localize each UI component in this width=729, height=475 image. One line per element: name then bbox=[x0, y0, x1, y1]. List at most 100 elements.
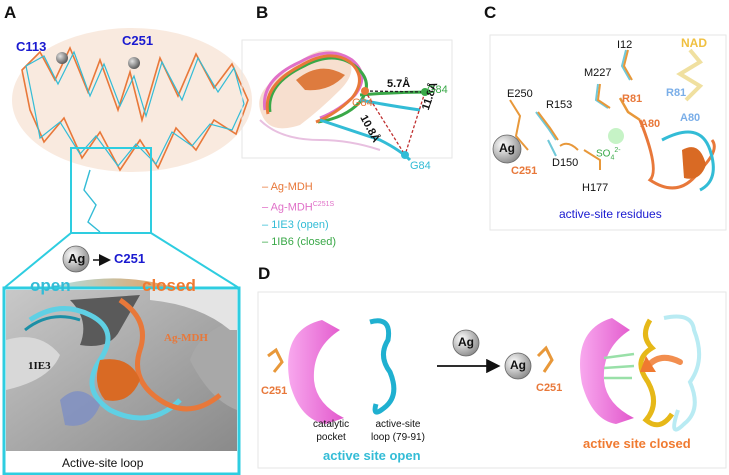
legend-dash: – bbox=[262, 218, 272, 231]
ag-symbol-d-bound: Ag bbox=[510, 358, 526, 372]
res-r81-blue: R81 bbox=[666, 87, 687, 99]
res-so4: SO42- bbox=[596, 147, 621, 161]
res-r81-orange: R81 bbox=[622, 93, 643, 105]
closing-arrowhead bbox=[640, 356, 656, 372]
legend-label-3: 1IB6 (closed) bbox=[271, 235, 336, 248]
res-r153: R153 bbox=[546, 99, 573, 111]
dist-label-a: 5.7Å bbox=[387, 78, 411, 90]
legend-item: – 1IB6 (closed) bbox=[262, 234, 336, 251]
active-site-loop-label: active-site loop (79-91) bbox=[371, 418, 425, 444]
panel-d-frame bbox=[257, 291, 727, 469]
so4-base: SO bbox=[596, 148, 611, 160]
res-e250: E250 bbox=[507, 88, 533, 100]
g84-label-orange: G84 bbox=[352, 97, 373, 109]
c251-label-right: C251 bbox=[536, 382, 563, 394]
res-m227: M227 bbox=[584, 67, 612, 79]
legend-dash: – bbox=[262, 235, 272, 248]
ag-symbol-a: Ag bbox=[68, 251, 86, 266]
legend-dash: – bbox=[262, 181, 271, 193]
dist-line-c bbox=[404, 91, 426, 156]
legend-dash: – bbox=[262, 201, 271, 214]
g84-label-green: G84 bbox=[427, 84, 448, 96]
caption-active-site-closed: active site closed bbox=[583, 436, 691, 451]
so4-sup: 2- bbox=[614, 147, 621, 154]
catalytic-pocket-left bbox=[288, 320, 344, 424]
label-1ie3: 1IE3 bbox=[28, 360, 51, 372]
1ie3-backbone bbox=[25, 50, 245, 167]
ag-ion-d-bound bbox=[504, 352, 532, 380]
catalytic-pocket-line2: pocket bbox=[316, 432, 346, 443]
c251-residue-right bbox=[536, 345, 554, 373]
dist-line-b bbox=[364, 90, 406, 156]
catalytic-pocket-line1: catalytic bbox=[313, 419, 350, 430]
zoom-box bbox=[70, 147, 152, 234]
panel-letter-b: B bbox=[256, 3, 269, 22]
dist-line-a bbox=[364, 90, 426, 93]
caption-active-site-loop: Active-site loop bbox=[62, 456, 144, 470]
legend-label-1: Ag-MDH bbox=[270, 201, 313, 214]
ag-symbol-c: Ag bbox=[499, 141, 515, 155]
g84-orange-atom bbox=[361, 87, 369, 95]
ag-ion-d-arrow bbox=[452, 329, 480, 357]
closed-label: closed bbox=[142, 276, 196, 295]
panel-c-frame bbox=[489, 34, 727, 231]
legend-item: – Ag-MDH bbox=[262, 179, 336, 196]
c251-residue-left bbox=[267, 347, 284, 373]
so4-sub: 4 bbox=[610, 154, 615, 162]
arrow-target-c251: C251 bbox=[114, 251, 146, 266]
zoom-line-right bbox=[150, 232, 240, 289]
agmdh-backbone bbox=[21, 46, 249, 172]
legend-item: – Ag-MDHC251S bbox=[262, 196, 336, 217]
res-a80-orange: A80 bbox=[640, 118, 661, 130]
label-c113: C113 bbox=[16, 39, 47, 54]
res-h177: H177 bbox=[582, 182, 609, 194]
panel-letter-c: C bbox=[484, 3, 497, 22]
caption-active-site-open: active site open bbox=[323, 448, 421, 463]
loop-label-line1: active-site bbox=[375, 419, 421, 430]
loop-cyan bbox=[83, 169, 101, 233]
res-nad: NAD bbox=[681, 36, 707, 50]
hydrogen-bonds bbox=[603, 352, 635, 380]
legend-sup-1: C251S bbox=[312, 201, 335, 208]
legend-b: – Ag-MDH – Ag-MDHC251S – 1IE3 (open) – 1… bbox=[262, 179, 336, 251]
res-d150: D150 bbox=[552, 157, 579, 169]
panel-b-structure bbox=[259, 50, 431, 162]
open-label: open bbox=[30, 276, 71, 295]
zoom-line-left bbox=[3, 232, 72, 289]
panel-letter-a: A bbox=[4, 3, 17, 22]
ag-symbol-d-arrow: Ag bbox=[458, 335, 474, 349]
helix-orange-c bbox=[682, 147, 706, 179]
g84-cyan-atom bbox=[401, 151, 409, 159]
label-c251-a: C251 bbox=[122, 33, 154, 48]
closing-arrow bbox=[645, 354, 683, 369]
loop-open bbox=[369, 318, 397, 415]
panel-a-structure bbox=[12, 28, 252, 233]
loop-closed bbox=[638, 318, 675, 428]
g84-green-atom bbox=[421, 88, 429, 96]
legend-item: – 1IE3 (open) bbox=[262, 217, 336, 234]
ag-ion-c bbox=[492, 134, 522, 164]
legend-label-0: Ag-MDH bbox=[270, 181, 313, 193]
so4-ion bbox=[608, 128, 624, 144]
panel-c-residues bbox=[509, 48, 716, 192]
ag-ion-a bbox=[62, 245, 90, 273]
g84-label-cyan: G84 bbox=[410, 160, 431, 172]
panel-letter-d: D bbox=[258, 264, 271, 283]
loop-open-ghost bbox=[663, 314, 702, 432]
res-a80-blue: A80 bbox=[680, 112, 701, 124]
loop-label-line2: loop (79-91) bbox=[371, 432, 425, 443]
res-i12: I12 bbox=[617, 39, 633, 51]
loop-zoom-render bbox=[6, 290, 237, 451]
res-c251: C251 bbox=[511, 165, 538, 177]
catalytic-pocket-label: catalytic pocket bbox=[313, 418, 349, 444]
caption-active-site-residues: active-site residues bbox=[559, 207, 662, 221]
c113-atom bbox=[56, 52, 68, 64]
label-agmdh-a: Ag-MDH bbox=[164, 332, 208, 344]
panel-b-frame bbox=[241, 39, 453, 159]
c251-atom bbox=[128, 57, 140, 69]
c251-label-left: C251 bbox=[261, 385, 288, 397]
legend-label-2: 1IE3 (open) bbox=[271, 218, 329, 231]
catalytic-pocket-right bbox=[580, 318, 634, 424]
